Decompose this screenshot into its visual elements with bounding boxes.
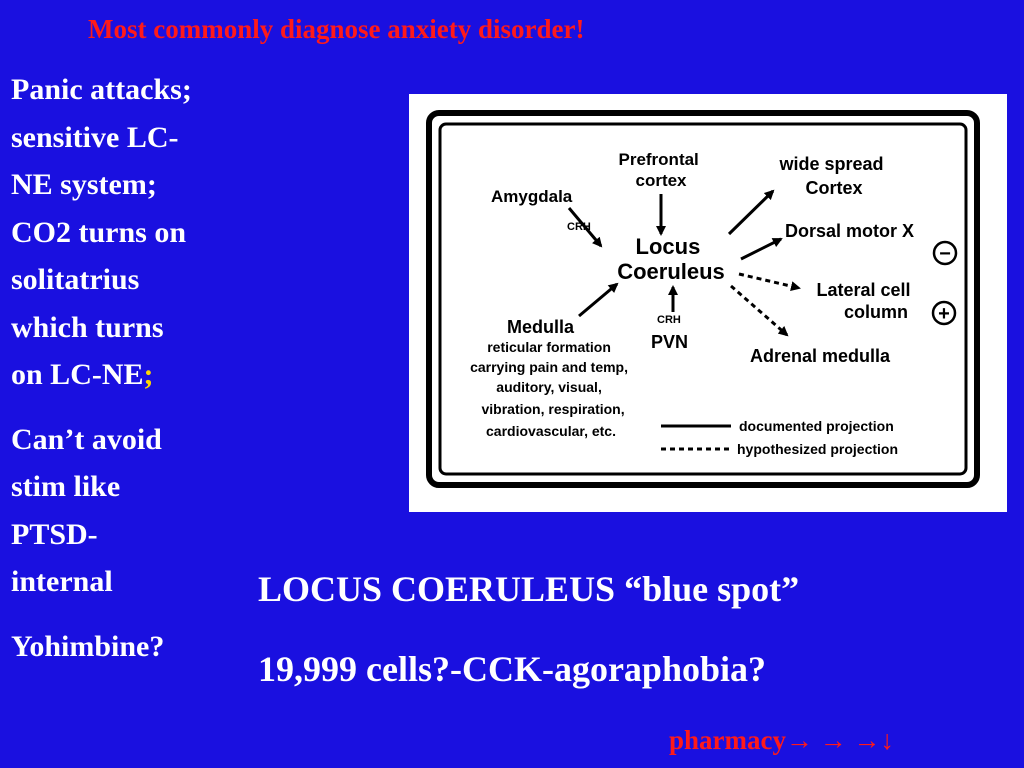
notes-line: on LC-NE [11,358,144,391]
lateral-cell-label: Lateral cell column [816,280,915,322]
excitation-symbol: + [938,303,950,325]
slide-headline: Most commonly diagnose anxiety disorder! [88,14,585,44]
notes-line: which turns [11,310,164,344]
notes-line: internal [11,565,113,598]
medulla-label: Medulla [507,317,575,337]
medulla-details: reticular formation carrying pain and te… [470,339,632,439]
legend-hypothesized: hypothesized projection [737,441,898,457]
notes-line: NE system; [11,168,157,201]
diagram-inner-frame [438,122,968,476]
arrow-medulla-to-lc [578,282,619,318]
notes-line: CO2 turns on [11,215,187,249]
arrow-lc-to-lateral-column [738,272,801,292]
notes-line: stim like [11,470,121,503]
notes-line: PTSD- [11,517,98,551]
crh-label-top: CRH [567,221,591,233]
prefrontal-label: Prefrontal cortex [618,150,703,190]
notes-line: Yohimbine? [11,629,165,663]
pvn-label: PVN [651,332,688,352]
excitation-icon [931,300,957,326]
arrow-amygdala-to-lc [567,207,603,248]
amygdala-label: Amygdala [491,187,573,206]
arrow-lc-to-adrenal [730,284,789,337]
dorsal-motor-label: Dorsal motor X [785,221,914,241]
notes-line: sensitive LC- [11,120,179,154]
arrow-lc-to-cortex [727,189,775,236]
notes-paragraph-yohimbine: Yohimbine? [11,623,256,671]
notes-line: Panic attacks; [11,73,192,106]
notes-accent-semicolon: ; [143,358,154,391]
locus-coeruleus-label: Locus Coeruleus [617,234,725,284]
notes-line: Can’t avoid [11,422,162,456]
adrenal-label: Adrenal medulla [750,346,891,366]
inhibition-icon [932,240,958,266]
diagram-canvas: Prefrontal cortex Amygdala CRH Locus Coe… [426,110,980,488]
notes-paragraph-ptsd: Can’t avoid stim like PTSD- internal [11,416,256,606]
caption-blue-spot: LOCUS COERULEUS “blue spot” [258,569,800,609]
arrow-lc-to-dorsal-motor [740,237,783,261]
nav-arrows-icon: → → →↓ [786,725,894,755]
pharmacy-link[interactable]: pharmacy→ → →↓ [669,725,894,756]
notes-line: solitatrius [11,263,140,296]
crh-label-bottom: CRH [657,314,681,326]
locus-coeruleus-diagram: Prefrontal cortex Amygdala CRH Locus Coe… [409,94,1007,512]
inhibition-symbol: − [939,243,951,265]
caption-cells: 19,999 cells?-CCK-agoraphobia? [258,649,766,689]
diagram-outer-frame [426,110,980,488]
legend-documented: documented projection [739,418,894,434]
left-notes: Panic attacks; sensitive LC- NE system; … [11,66,256,687]
notes-paragraph-panic: Panic attacks; sensitive LC- NE system; … [11,66,256,399]
cortex-label: wide spread Cortex [778,154,888,198]
pharmacy-link-label: pharmacy [669,725,786,755]
